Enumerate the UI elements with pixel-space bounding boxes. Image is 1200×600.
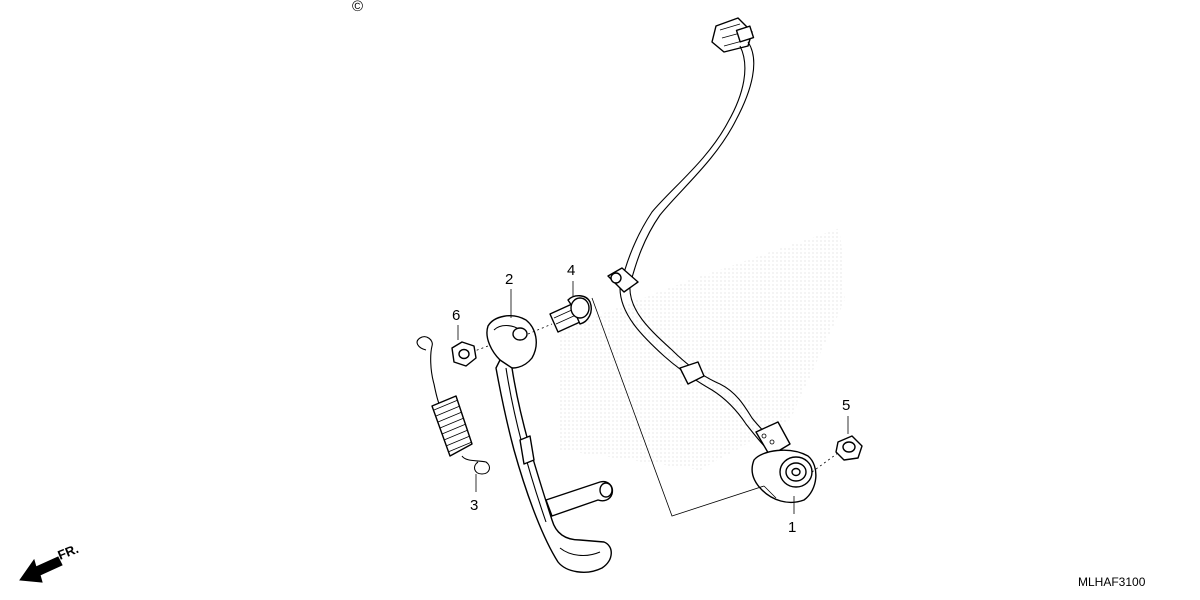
side-stand[interactable]	[486, 315, 614, 573]
callout-label-5: 5	[842, 397, 850, 414]
wire-connector	[711, 17, 755, 53]
wire-harness	[629, 41, 777, 445]
callout-label-1: 1	[788, 519, 796, 536]
front-label: FR.	[56, 541, 81, 563]
callout-3[interactable]: 3	[470, 474, 478, 514]
callout-label-3: 3	[470, 497, 478, 514]
copyright-mark: ©	[352, 0, 363, 15]
callout-1[interactable]: 1	[788, 496, 796, 536]
harness-clamp-lower	[679, 361, 705, 385]
callout-label-4: 4	[567, 262, 575, 279]
harness-clamp	[607, 267, 639, 293]
front-arrow-icon	[19, 556, 63, 583]
return-spring[interactable]	[416, 336, 491, 475]
callout-6[interactable]: 6	[452, 307, 460, 340]
callout-4[interactable]: 4	[567, 262, 575, 296]
pivot-bolt[interactable]	[527, 295, 592, 335]
callout-label-2: 2	[505, 271, 513, 288]
side-stand-switch[interactable]	[607, 17, 817, 504]
watermark-texture	[560, 228, 845, 470]
bolt-part-5[interactable]	[811, 435, 863, 473]
callout-5[interactable]: 5	[842, 397, 850, 434]
diagram-code: MLHAF3100	[1078, 575, 1146, 589]
callout-label-6: 6	[452, 307, 460, 324]
front-direction-indicator: FR.	[19, 541, 81, 583]
assembly-line	[591, 297, 765, 517]
nut-part-6[interactable]	[451, 341, 489, 367]
callout-2[interactable]: 2	[505, 271, 513, 318]
